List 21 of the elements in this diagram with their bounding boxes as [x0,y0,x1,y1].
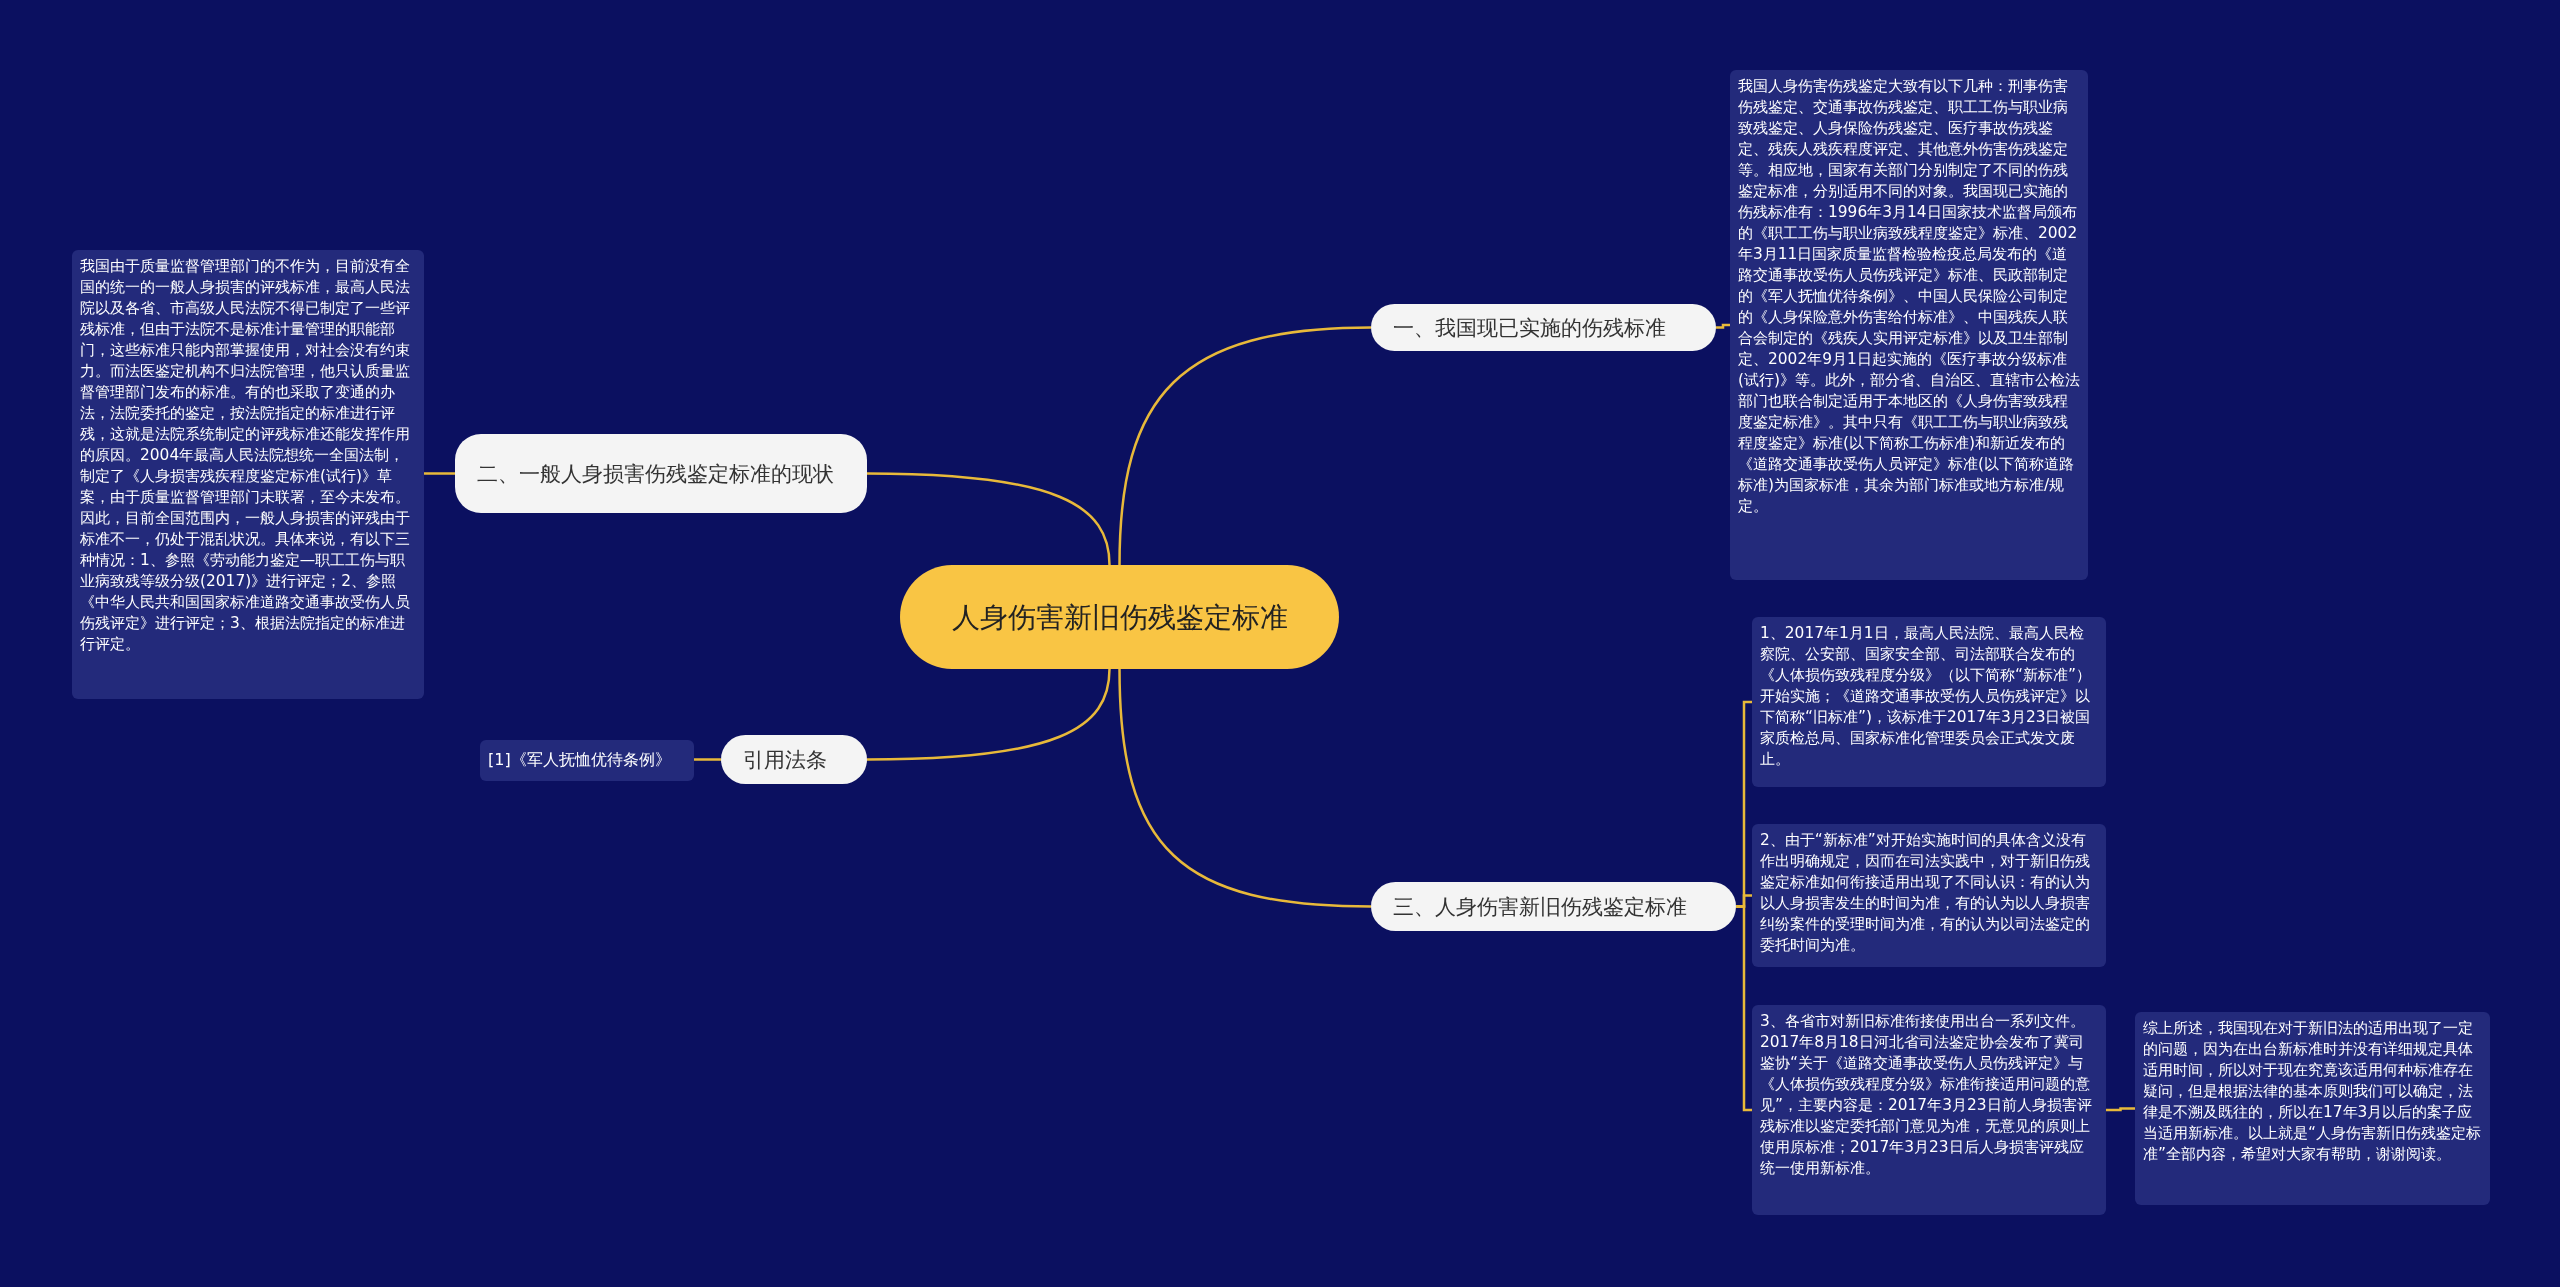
connector-line [1736,905,1752,1112]
connector-line [1118,668,1372,908]
text-box: 1、2017年1月1日，最高人民法院、最高人民检察院、公安部、国家安全部、司法部联合发布的《人体损伤致残程度分级》（以下简称“新标准”）开始实施；《道路交通事故受伤人员伤残评定》以下简称“旧标准”)，该标准于2017年3月23日被国家质检总局、国家标准化管理委员会正式发文废止。 [1752,617,2106,787]
text-box: 我国人身伤害伤残鉴定大致有以下几种：刑事伤害伤残鉴定、交通事故伤残鉴定、职工工伤与职业病致残鉴定、人身保险伤残鉴定、医疗事故伤残鉴定、残疾人残疾程度评定、其他意外伤害伤残鉴定等。相应地，国家有关部门分别制定了不同的伤残鉴定标准，分别适用不同的对象。我国现已实施的伤残标准有：1996年3月14日国家技术监督局颁布的《职工工伤与职业病致残程度鉴定》标准、2002年3月11日国家质量监督检验检疫总局发布的《道路交通事故受伤人员伤残评定》标准、民政部制定的《军人抚恤优待条例》、中国人民保险公司制定的《人身保险意外伤害给付标准》、中国残疾人联合会制定的《残疾人实用评定标准》以及卫生部制定、2002年9月1日起实施的《医疗事故分级标准(试行)》等。此外，部分省、自治区、直辖市公检法部门也联合制定适用于本地区的《人身伤害致残程度鉴定标准》。其中只有《职工工伤与职业病致残程度鉴定》标准(以下简称工伤标准)和新近发布的《道路交通事故受伤人员评定》标准(以下简称道路标准)为国家标准，其余为部门标准或地方标准/规定。 [1730,70,2088,580]
text-box: 我国由于质量监督管理部门的不作为，目前没有全国的统一的一般人身损害的评残标准，最高人民法院以及各省、市高级人民法院不得已制定了一些评残标准，但由于法院不是标准计量管理的职能部门，这些标准只能内部掌握使用，对社会没有约束力。而法医鉴定机构不归法院管理，他只认质量监督管理部门发布的标准。有的也采取了变通的办法，法院委托的鉴定，按法院指定的标准进行评残，这就是法院系统制定的评残标准还能发挥作用的原因。2004年最高人民法院想统一全国法制，制定了《人身损害残疾程度鉴定标准(试行)》草案，由于质量监督管理部门未联署，至今未发布。因此，目前全国范围内，一般人身损害的评残由于标准不一，仍处于混乱状况。具体来说，有以下三种情况：1、参照《劳动能力鉴定—职工工伤与职业病致残等级分级(2017)》进行评定；2、参照《中华人民共和国国家标准道路交通事故受伤人员伤残评定》进行评定；3、根据法院指定的标准进行评定。 [72,250,424,699]
text-box: 3、各省市对新旧标准衔接使用出台一系列文件。2017年8月18日河北省司法鉴定协会发布了冀司鉴协“关于《道路交通事故受伤人员伤残评定》与《人体损伤致残程度分级》标准衔接适用问题的意见”，主要内容是：2017年3月23日前人身损害评残标准以鉴定委托部门意见为准，无意见的原则上使用原标准；2017年3月23日后人身损害评残应统一使用新标准。 [1752,1005,2106,1215]
connector-line [424,472,455,475]
connector-line [2106,1107,2135,1112]
topic-box: 二、一般人身损害伤残鉴定标准的现状 [455,434,867,513]
connector-line [1716,323,1730,329]
topic-box: 引用法条 [721,735,867,784]
topic-box: 一、我国现已实施的伤残标准 [1371,304,1716,351]
reference-box: [1]《军人抚恤优待条例》 [480,740,694,781]
text-box: 2、由于“新标准”对开始实施时间的具体含义没有作出明确规定，因而在司法实践中，对于新旧伤残鉴定标准如何衔接适用出现了不同认识：有的认为以人身损害发生的时间为准，有的认为以人身损害纠纷案件的受理时间为准，有的认为以司法鉴定的委托时间为准。 [1752,824,2106,967]
central-topic: 人身伤害新旧伤残鉴定标准 [900,565,1339,669]
topic-box: 三、人身伤害新旧伤残鉴定标准 [1371,882,1736,931]
connector-line [1118,326,1372,566]
text-box: 综上所述，我国现在对于新旧法的适用出现了一定的问题，因为在出台新标准时并没有详细规定具体适用时间，所以对于现在究竟该适用何种标准存在疑问，但是根据法律的基本原则我们可以确定，法律是不溯及既往的，所以在17年3月以后的案子应当适用新标准。以上就是“人身伤害新旧伤残鉴定标准”全部内容，希望对大家有帮助，谢谢阅读。 [2135,1012,2490,1205]
connector-line [867,472,1111,566]
connector-line [867,668,1111,761]
connector-line [694,758,721,761]
